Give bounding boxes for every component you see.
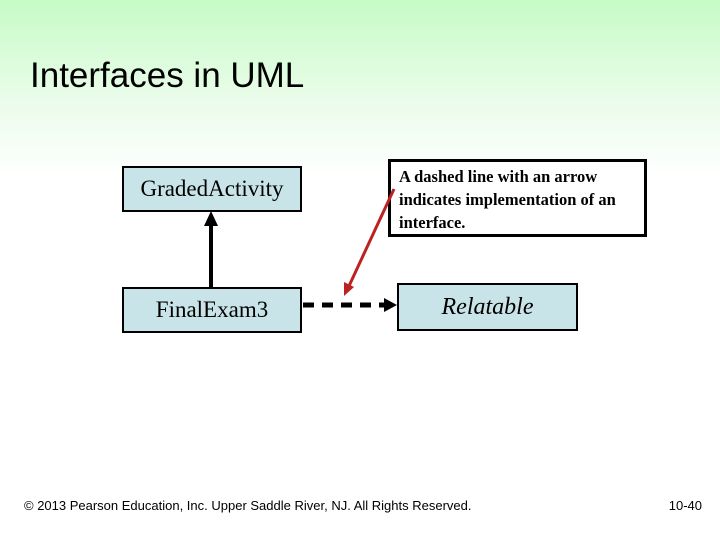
annotation-note-box: A dashed line with an arrow indicates im… (388, 159, 647, 237)
footer-page-number: 10-40 (668, 498, 702, 513)
interface-box-relatable: Relatable (397, 283, 578, 331)
interface-box-relatable-label: Relatable (441, 293, 534, 320)
class-box-final-exam-label: FinalExam3 (155, 297, 269, 322)
inheritance-arrow-icon (204, 211, 218, 288)
annotation-note-text: A dashed line with an arrow indicates im… (399, 167, 616, 232)
class-box-graded-activity: GradedActivity (122, 166, 302, 212)
note-pointer-arrow-icon (344, 188, 396, 296)
implementation-dashed-arrow-icon (303, 298, 397, 312)
class-box-graded-activity-label: GradedActivity (140, 176, 284, 201)
footer-copyright: © 2013 Pearson Education, Inc. Upper Sad… (24, 498, 472, 513)
slide-title: Interfaces in UML (30, 56, 305, 95)
class-box-final-exam: FinalExam3 (122, 287, 302, 333)
